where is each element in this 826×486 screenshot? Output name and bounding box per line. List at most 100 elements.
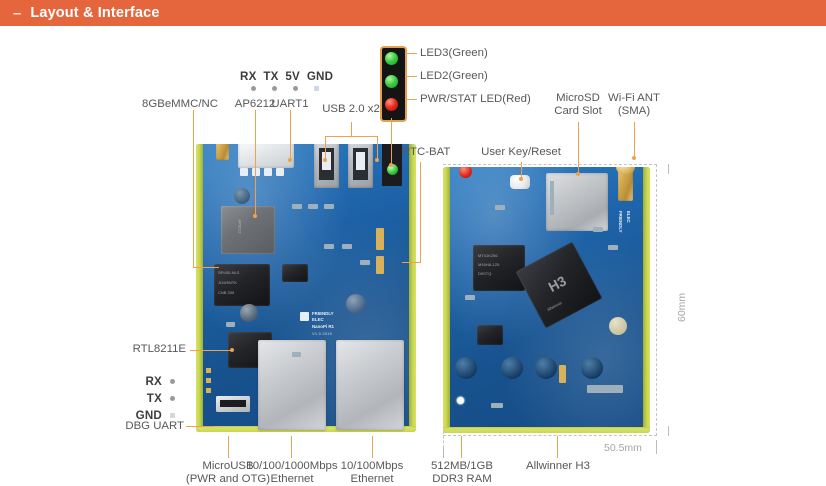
ram-marking-3: D9STQ: [478, 271, 492, 276]
pcb-left-edge-front: [196, 144, 203, 432]
dbg-uart-pad-rx: [206, 368, 211, 373]
power-led-red: [459, 167, 472, 178]
silk-brand-back: FRIENDLY: [618, 211, 623, 233]
magnetics-2: [501, 357, 523, 379]
ethernet-jack-fast: [336, 340, 404, 430]
leader-ram: [461, 436, 463, 458]
microsd-card-slot[interactable]: [546, 173, 608, 231]
header-dash-icon: –: [13, 4, 22, 22]
emmc-marking-2: JI15/5NTK: [218, 280, 237, 285]
pcb-right-edge-front: [409, 144, 416, 432]
led2-indicator: [385, 75, 398, 88]
ap6212-wifi-module: AP6212: [221, 206, 275, 254]
label-rtc-bat: RTC-BAT: [402, 146, 451, 158]
label-pwr-stat-led: PWR/STAT LED(Red): [420, 93, 531, 105]
passive-2: [308, 204, 318, 209]
board-front: AP6212 SPI4SLNLS JI15/5NTK CNB 335 FRIEN…: [196, 144, 416, 432]
usb-port-2: [348, 144, 373, 188]
label-dbg-gnd: GND: [135, 409, 162, 422]
diagram-canvas: AP6212 SPI4SLNLS JI15/5NTK CNB 335 FRIEN…: [0, 26, 826, 485]
hdmi-pad-3: [264, 168, 272, 176]
gold-pad-back-1: [559, 365, 566, 383]
leader-usb-left: [325, 136, 327, 160]
uart-pin-rx: [251, 86, 256, 91]
label-uart-pins: RX TX 5V GND: [240, 70, 334, 83]
leader-uart1-dot: [288, 158, 292, 162]
hdmi-pad-4: [276, 168, 284, 176]
leader-microusb: [228, 436, 230, 458]
passive-b3: [593, 227, 603, 232]
passive-b2: [465, 295, 475, 300]
label-dbg-rx: RX: [145, 375, 162, 388]
label-ddr3-ram: 512MB/1GB DDR3 RAM: [430, 460, 494, 486]
leader-userkey: [521, 162, 523, 179]
pwr-stat-led-indicator: [385, 98, 398, 111]
sma-connector-back: [618, 167, 633, 201]
leader-ledbox-dot: [389, 163, 393, 167]
leader-emmc-horizontal: [193, 267, 219, 269]
uart-pin-gnd: [314, 86, 319, 91]
label-allwinner-h3: Allwinner H3: [526, 460, 590, 472]
leader-userkey-dot: [519, 177, 523, 181]
dim-guide-left: [443, 431, 444, 453]
pcb-left-edge-back: [443, 167, 450, 433]
leader-rtcbat-h: [402, 262, 421, 264]
magnetics-4: [581, 357, 603, 379]
dim-tick-right-bottom: [668, 426, 669, 436]
usb-port-1: [314, 144, 339, 188]
silk-brand2-back: ELEC: [626, 211, 631, 223]
user-key-reset-button[interactable]: [510, 175, 530, 189]
label-led2: LED2(Green): [420, 70, 488, 82]
leader-eth-fast: [372, 436, 374, 458]
led-legend-box: [380, 46, 407, 122]
leader-wifiant: [634, 122, 636, 158]
sma-base-front: [216, 144, 229, 160]
pmic-chip: [477, 325, 503, 345]
dim-guide-right: [656, 164, 657, 436]
ap6212-marking: AP6212: [237, 219, 243, 234]
section-header: – Layout & Interface: [0, 0, 826, 26]
capacitor-2: [346, 294, 366, 314]
capacitor-1: [240, 304, 258, 322]
sma-cap-back: [616, 167, 635, 175]
ram-marking-1: MT41K256: [478, 253, 498, 258]
leader-led2: [405, 76, 417, 78]
leader-soc: [557, 436, 559, 458]
usb-port-2-tongue: [356, 152, 365, 170]
microusb-cavity: [220, 400, 246, 407]
ram-marking-2: M16HA-125: [478, 262, 500, 267]
label-rtl8211e: RTL8211E: [132, 343, 186, 355]
label-dbg-tx: TX: [146, 392, 162, 405]
label-ethernet-fast: 10/100Mbps Ethernet: [340, 460, 404, 486]
emmc-marking: SPI4SLNLS: [218, 270, 240, 275]
leader-rtcbat: [420, 162, 422, 262]
leader-uart1: [290, 110, 292, 160]
pad-ring-1: [455, 395, 466, 406]
leader-rtl8211e: [190, 350, 232, 352]
uart-pin-tx: [272, 86, 277, 91]
pcb-right-edge-back: [643, 167, 650, 433]
leader-ap6212: [255, 110, 257, 216]
leader-microsd-dot: [576, 172, 580, 176]
dim-width-label: 50.5mm: [604, 442, 642, 454]
silk-revision: V1.0 2019: [312, 331, 333, 336]
h3-marking: H3: [545, 272, 569, 295]
hdmi-connector: [238, 144, 294, 168]
dim-guide-top: [443, 164, 657, 165]
passive-4: [324, 244, 334, 249]
leader-dbguart: [186, 426, 214, 428]
silk-model: NanoPi R1: [312, 324, 334, 329]
dim-height-label: 60mm: [676, 292, 688, 322]
leader-ledbox-to-board: [391, 118, 393, 165]
leader-ap6212-dot: [253, 214, 257, 218]
microsd-slot-mouth: [550, 181, 554, 215]
friendlyelec-logo-mark: [300, 312, 309, 321]
leader-usb-right: [377, 136, 379, 160]
label-emmc: 8GBeMMC/NC: [142, 98, 218, 110]
passive-6: [360, 260, 370, 265]
label-wifi-ant: Wi-Fi ANT (SMA): [608, 92, 660, 118]
leader-usb-left-dot: [323, 158, 327, 162]
dim-tick-right-top: [668, 164, 669, 174]
leader-eth-gbit: [291, 436, 293, 458]
